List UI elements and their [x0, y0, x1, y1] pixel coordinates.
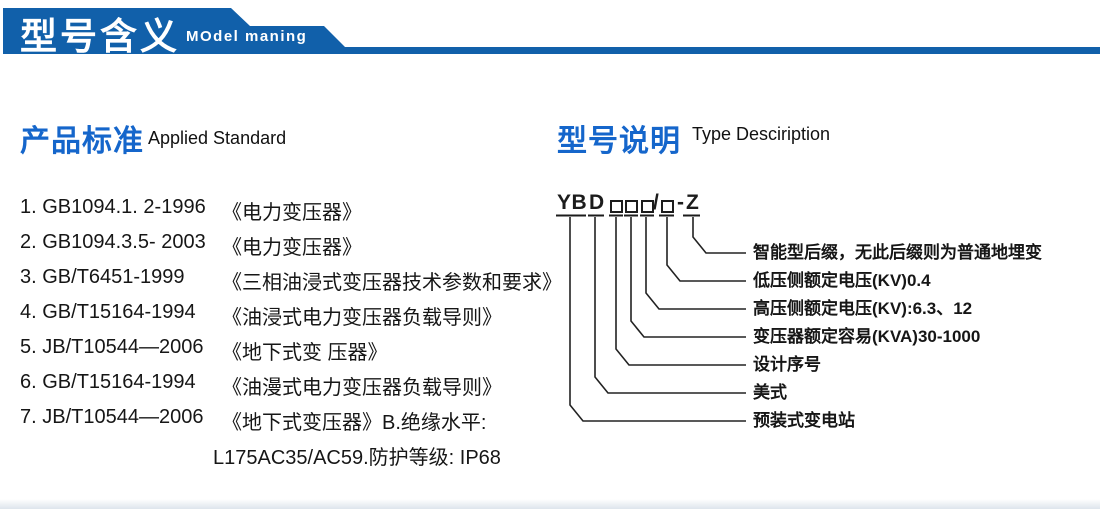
code-leader-line: [594, 217, 746, 394]
standard-name: 《电力变压器》: [222, 202, 362, 224]
standard-code: 5. JB/T10544—2006: [20, 336, 204, 358]
standard-name: 《油漫式电力变压器负载导则》: [222, 377, 502, 399]
code-leader-line: [645, 217, 746, 310]
model-code-label: 设计序号: [753, 355, 821, 374]
model-code-label: 低压侧额定电压(KV)0.4: [753, 271, 931, 290]
model-code-label: 变压器额定容易(KVA)30-1000: [753, 327, 981, 346]
code-leader-line: [615, 217, 746, 366]
standard-name: 《油浸式电力变压器负载导则》: [222, 307, 502, 329]
header-banner: [3, 8, 1100, 54]
page-title: 型号含义: [20, 16, 180, 57]
model-code-box-4: [661, 200, 674, 213]
code-leader-line: [569, 217, 746, 422]
standard-code: 3. GB/T6451-1999: [20, 266, 185, 288]
type-description-subtitle: Type Desciription: [692, 124, 831, 144]
standard-code: 4. GB/T15164-1994: [20, 301, 196, 323]
product-standards-subtitle: Applied Standard: [148, 128, 287, 148]
banner-shape: [3, 8, 1100, 54]
model-code-label: 预装式变电站: [753, 411, 855, 430]
product-standards-title: 产品标准: [20, 125, 144, 158]
standard-continuation-text: L175AC35/AC59.防护等级: IP68: [213, 447, 501, 469]
model-code-label: 智能型后缀，无此后缀则为普通地埋变: [753, 243, 1042, 262]
model-code-box-3: [641, 200, 654, 213]
model-code-slash: /: [653, 191, 660, 214]
model-code-dash: -: [677, 191, 685, 214]
standard-code: 6. GB/T15164-1994: [20, 371, 196, 393]
standard-name: 《三相油浸式变压器技术参数和要求》: [222, 272, 562, 294]
model-code-box-2: [625, 200, 638, 213]
standard-name: 《电力变压器》: [222, 237, 362, 259]
standard-code: 1. GB1094.1. 2-1996: [20, 196, 206, 218]
bottom-edge-band: [0, 499, 1100, 509]
model-code-label: 美式: [753, 383, 787, 402]
type-description-title: 型号说明: [557, 125, 681, 158]
standard-code: 2. GB1094.3.5- 2003: [20, 231, 206, 253]
model-code-box-1: [610, 200, 623, 213]
model-code-prefix: YB: [557, 191, 588, 214]
model-code-label: 高压侧额定电压(KV):6.3、12: [753, 299, 973, 318]
code-leader-line: [666, 217, 746, 282]
model-code-suffix: Z: [686, 191, 700, 214]
standard-name: 《地下式变 压器》: [222, 342, 388, 364]
model-code-style: D: [589, 191, 605, 214]
page-subtitle: MOdel maning: [186, 28, 308, 45]
standard-name: 《地下式变压器》B.绝缘水平:: [222, 412, 487, 434]
standard-code: 7. JB/T10544—2006: [20, 406, 204, 428]
code-leader-line: [692, 217, 746, 254]
code-leader-line: [630, 217, 746, 338]
